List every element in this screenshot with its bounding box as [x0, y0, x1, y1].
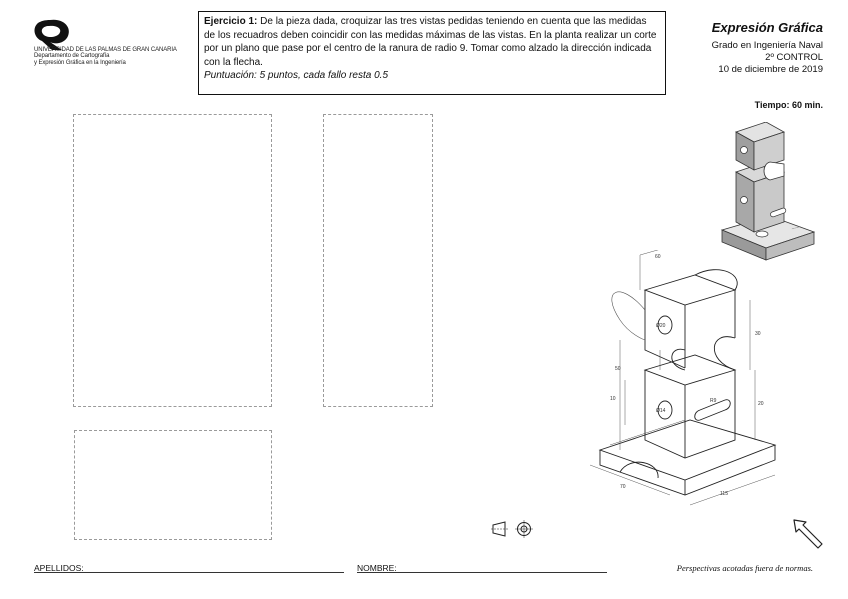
exam-time: Tiempo: 60 min. [754, 100, 823, 110]
dimension-label: 10 [610, 396, 616, 402]
surname-line[interactable] [34, 572, 344, 573]
course-title: Expresión Gráfica [711, 20, 823, 35]
dimension-label: 60 [655, 254, 661, 260]
institution-line: Departamento de Cartografía [34, 53, 110, 60]
exercise-label: Ejercicio 1: [204, 16, 258, 27]
part-isometric-drawing: Ø20 Ø14 R9 10 50 30 70 20 115 60 [589, 250, 777, 506]
answer-frame-elevation[interactable] [73, 114, 272, 407]
dimension-label: Ø20 [656, 323, 666, 329]
control-name: 2º CONTROL [765, 52, 823, 63]
dimension-label: 50 [615, 366, 621, 372]
answer-frame-side-view[interactable] [323, 114, 433, 407]
exercise-scoring: Puntuación: 5 puntos, cada fallo resta 0… [204, 70, 389, 81]
institution-line: y Expresión Gráfica en la Ingeniería [34, 59, 126, 66]
part-shaded-thumbnail: ------- [720, 122, 816, 261]
dimension-label: 30 [755, 331, 761, 337]
name-label: NOMBRE: [357, 563, 397, 573]
dimension-label: 115 [720, 491, 728, 497]
dimension-label: 70 [620, 484, 626, 490]
institution-line: UNIVERSIDAD DE LAS PALMAS DE GRAN CANARI… [34, 47, 177, 53]
name-line[interactable] [357, 572, 607, 573]
exercise-statement: De la pieza dada, croquizar las tres vis… [204, 16, 657, 68]
answer-frame-plan-view[interactable] [74, 430, 272, 540]
footer-note: Perspectivas acotadas fuera de normas. [676, 563, 813, 573]
dimension-label: R9 [710, 398, 717, 404]
dimension-label: Ø14 [656, 408, 666, 414]
first-angle-projection-icon [491, 520, 533, 538]
exercise-statement-box: Ejercicio 1: De la pieza dada, croquizar… [198, 11, 666, 95]
svg-text:-------: ------- [791, 224, 802, 231]
university-logo-icon [34, 19, 69, 50]
dimension-label: 20 [758, 401, 764, 407]
institution-text: UNIVERSIDAD DE LAS PALMAS DE GRAN CANARI… [34, 47, 177, 66]
surname-label: APELLIDOS: [34, 563, 84, 573]
degree-name: Grado en Ingeniería Naval [711, 40, 823, 51]
view-direction-arrow-icon [793, 519, 823, 549]
exam-date: 10 de diciembre de 2019 [718, 64, 823, 75]
